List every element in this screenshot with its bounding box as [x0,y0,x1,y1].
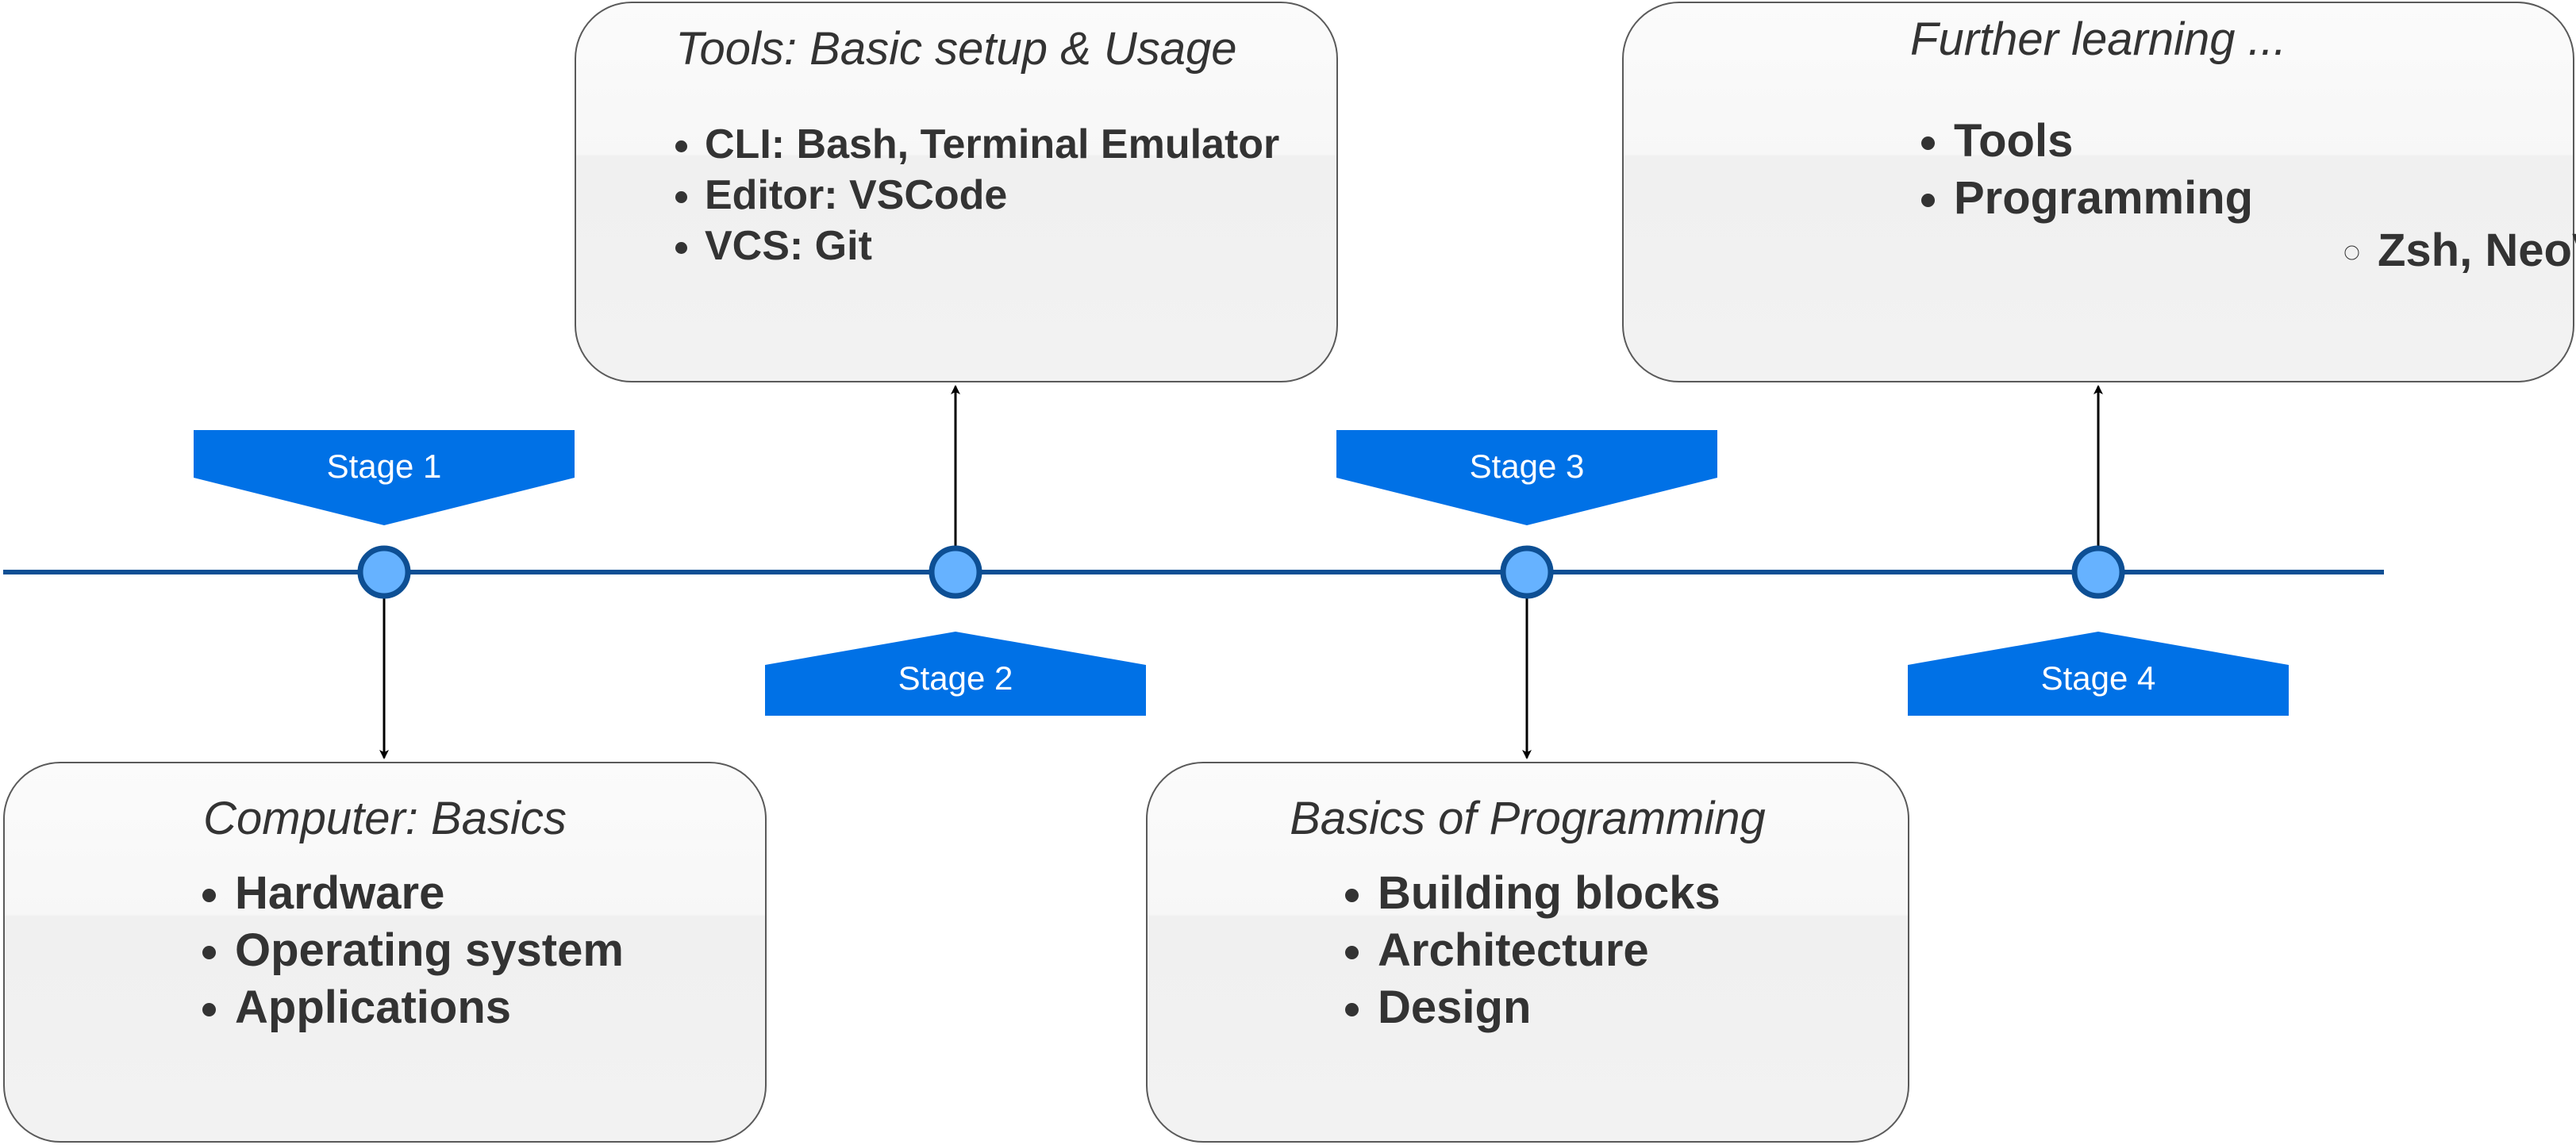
bullet-list: Tools Zsh, NeoVim Programming [1954,113,2576,276]
stage-4-label: Stage 4 [2041,659,2156,697]
card-basics-programming: Basics of Programming Building blocks Ar… [1146,762,1909,1143]
list-item: Programming [1954,170,2253,227]
bullet-list: Hardware Operating system Applications [235,865,624,1036]
stage-4-node [2071,545,2125,599]
card-computer-basics: Computer: Basics Hardware Operating syst… [3,762,767,1143]
list-item: Tools Zsh, NeoVim [1954,113,2576,276]
card-title: Further learning ... [1910,13,2286,65]
bullet-list: CLI: Bash, Terminal Emulator Editor: VSC… [705,119,1279,271]
list-item-label: Tools [1954,115,2074,167]
stage-1-label-group: Stage 1 [194,430,575,525]
list-item: Architecture [1378,922,1721,979]
stage-1-pennant [194,430,575,525]
bullet-list: Building blocks Architecture Design [1378,865,1721,1036]
card-title: Computer: Basics [203,793,567,844]
card-tools-setup: Tools: Basic setup & Usage CLI: Bash, Te… [575,2,1338,382]
card-title: Tools: Basic setup & Usage [675,23,1237,75]
list-item: VCS: Git [705,221,1279,271]
stage-3-node [1500,545,1554,599]
stage-3-label: Stage 3 [1470,448,1585,485]
stage-2-pennant [765,632,1146,716]
card-further-learning: Further learning ... Tools Zsh, NeoVim P… [1622,2,2576,382]
stage-3-label-group: Stage 3 [1336,430,1717,525]
stage-1-label: Stage 1 [327,448,442,485]
card-title: Basics of Programming [1290,793,1766,844]
stage-2-label-group: Stage 2 [765,632,1146,716]
list-item: Design [1378,979,1721,1036]
sub-list-item: Zsh, NeoVim [2378,222,2576,279]
stage-4-pennant [1908,632,2289,716]
stage-2-node [929,545,982,599]
stage-2-label: Stage 2 [898,659,1013,697]
list-item: CLI: Bash, Terminal Emulator [705,119,1279,170]
list-item: Building blocks [1378,865,1721,922]
list-item: Applications [235,979,624,1036]
stage-4-label-group: Stage 4 [1908,632,2289,716]
stage-3-pennant [1336,430,1717,525]
sub-bullet-list: Zsh, NeoVim [2284,222,2576,279]
list-item: Operating system [235,922,624,979]
stage-1-node [357,545,411,599]
list-item: Hardware [235,865,624,922]
list-item: Editor: VSCode [705,170,1279,221]
